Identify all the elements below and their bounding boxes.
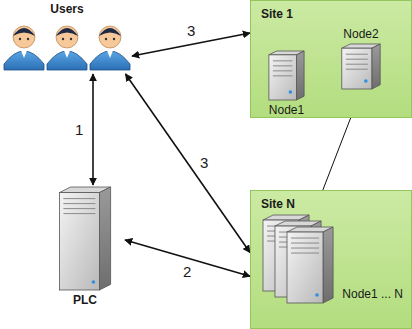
site-title: Site 1 xyxy=(261,7,293,21)
site-region: Site N Node1 ... N xyxy=(250,190,412,329)
server-icon xyxy=(257,213,407,323)
callout-number: 3 xyxy=(200,155,208,171)
server-node: Node2 xyxy=(331,27,391,91)
callout-number: 1 xyxy=(75,122,83,138)
node-label: Node1 xyxy=(259,103,314,117)
users-group: Users xyxy=(2,2,132,74)
node-label: Users xyxy=(2,2,132,16)
node-label: Node1 ... N xyxy=(342,287,403,301)
callout-number: 3 xyxy=(187,23,195,39)
server-cluster: Node1 ... N xyxy=(257,213,407,323)
server-node: Node1 xyxy=(259,49,314,117)
plc-server: PLC xyxy=(45,185,125,307)
flow-arrow xyxy=(126,74,251,253)
server-icon xyxy=(45,185,125,307)
site-title: Site N xyxy=(261,197,295,211)
node-label: PLC xyxy=(45,293,125,307)
flow-arrow xyxy=(92,74,94,185)
node-label: Node2 xyxy=(331,27,391,41)
site-region: Site 1 Node1 Node2 xyxy=(250,0,412,118)
callout-number: 2 xyxy=(183,264,191,280)
